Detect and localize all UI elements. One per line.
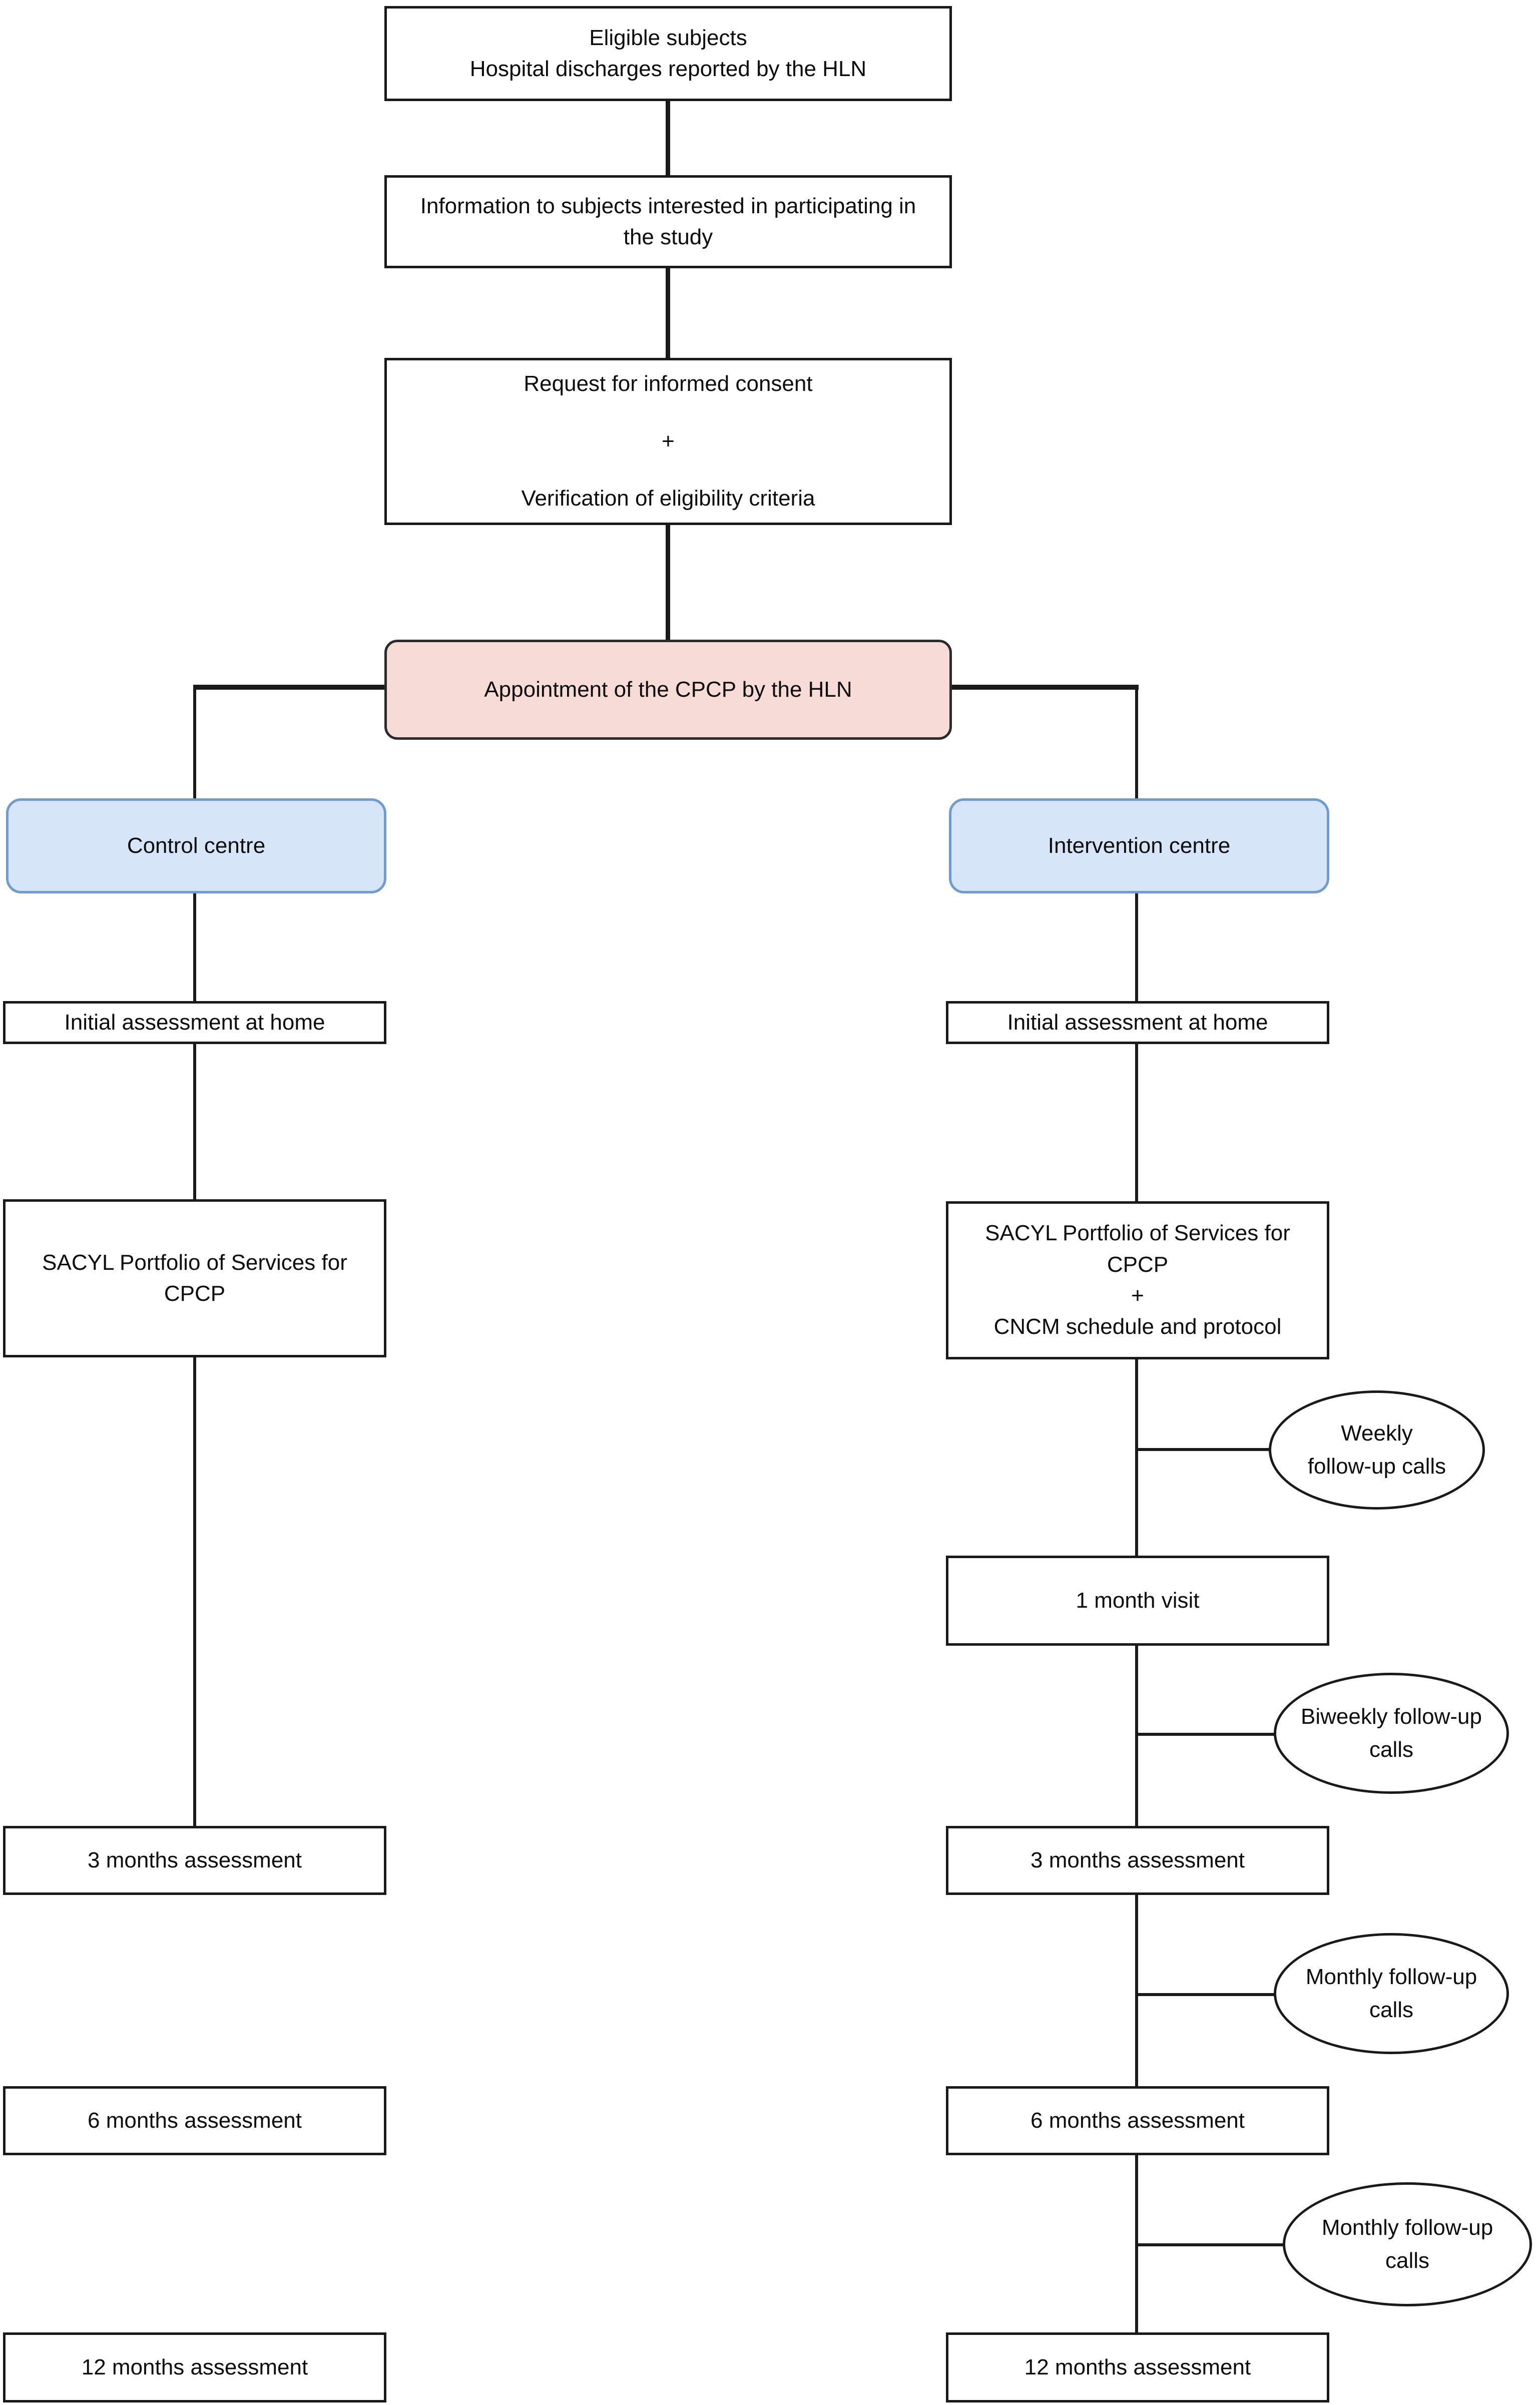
connector-spur-monthly-calls-b: [1137, 2243, 1286, 2246]
connector-spur-biweekly-calls: [1137, 1733, 1281, 1736]
biweekly-calls-line2: calls: [1369, 1737, 1414, 1762]
connector-appointment-to-intervention-vertical: [1135, 685, 1138, 800]
appointment-label: Appointment of the CPCP by the HLN: [484, 677, 852, 702]
consent-plus-symbol: +: [662, 428, 675, 453]
intervention-6m-label: 6 months assessment: [1031, 2108, 1245, 2133]
control-initial-assessment-label: Initial assessment at home: [64, 1010, 325, 1035]
node-intervention-initial-assessment[interactable]: Initial assessment at home: [946, 1001, 1329, 1044]
node-control-12-months-assessment[interactable]: 12 months assessment: [3, 2332, 386, 2402]
connector-appointment-to-control-horizontal: [193, 685, 386, 690]
connector-appointment-to-intervention-horizontal: [948, 685, 1139, 690]
connector-intervention-centre-to-initial: [1135, 892, 1138, 1003]
connector-appointment-to-control-vertical: [193, 685, 196, 800]
eligible-subjects-line2: Hospital discharges reported by the HLN: [469, 57, 867, 81]
intervention-portfolio-line3: CNCM schedule and protocol: [993, 1314, 1282, 1339]
weekly-calls-line1: Weekly: [1341, 1421, 1413, 1446]
node-eligible-subjects[interactable]: Eligible subjects Hospital discharges re…: [384, 6, 952, 101]
control-portfolio-line2: CPCP: [164, 1281, 226, 1306]
consent-line1: Request for informed consent: [524, 371, 813, 396]
connector-spur-weekly-calls: [1137, 1448, 1276, 1451]
node-informed-consent[interactable]: Request for informed consent + Verificat…: [384, 358, 952, 525]
node-control-centre[interactable]: Control centre: [6, 798, 386, 893]
node-control-sacyl-portfolio[interactable]: SACYL Portfolio of Services for CPCP: [3, 1199, 386, 1357]
connector-intervention-6m-to-12m: [1135, 2154, 1138, 2334]
node-appointment-of-cpcp[interactable]: Appointment of the CPCP by the HLN: [384, 640, 952, 740]
control-12m-label: 12 months assessment: [81, 2354, 308, 2379]
node-intervention-6-months-assessment[interactable]: 6 months assessment: [946, 2086, 1329, 2155]
intervention-1m-visit-label: 1 month visit: [1076, 1588, 1200, 1613]
connector-intervention-portfolio-to-1m: [1135, 1357, 1138, 1557]
node-monthly-follow-up-calls-first[interactable]: Monthly follow-up calls: [1274, 1933, 1509, 2054]
node-intervention-sacyl-portfolio[interactable]: SACYL Portfolio of Services for CPCP + C…: [946, 1201, 1329, 1359]
weekly-calls-line2: follow-up calls: [1307, 1454, 1446, 1479]
connector-information-to-consent: [666, 267, 670, 359]
connector-eligible-to-information: [666, 99, 670, 177]
connector-intervention-3m-to-6m: [1135, 1893, 1138, 2088]
monthly-calls-a-line2: calls: [1369, 1998, 1414, 2022]
connector-intervention-initial-to-portfolio: [1135, 1042, 1138, 1202]
node-information-to-subjects[interactable]: Information to subjects interested in pa…: [384, 175, 952, 268]
monthly-calls-b-line2: calls: [1385, 2248, 1430, 2273]
connector-consent-to-appointment: [666, 524, 670, 640]
node-intervention-centre[interactable]: Intervention centre: [949, 798, 1329, 893]
biweekly-calls-line1: Biweekly follow-up: [1301, 1704, 1482, 1729]
consent-line2: Verification of eligibility criteria: [521, 486, 815, 511]
node-intervention-12-months-assessment[interactable]: 12 months assessment: [946, 2332, 1329, 2402]
monthly-calls-b-line1: Monthly follow-up: [1321, 2215, 1493, 2240]
node-weekly-follow-up-calls[interactable]: Weekly follow-up calls: [1269, 1390, 1485, 1510]
connector-control-initial-to-12m: [193, 1042, 196, 1829]
node-control-initial-assessment[interactable]: Initial assessment at home: [3, 1001, 386, 1044]
control-6m-label: 6 months assessment: [88, 2108, 302, 2133]
connector-intervention-1m-to-3m: [1135, 1643, 1138, 1827]
connector-spur-monthly-calls-a: [1137, 1993, 1281, 1996]
information-line2: the study: [623, 225, 713, 249]
intervention-initial-assessment-label: Initial assessment at home: [1007, 1010, 1268, 1035]
eligible-subjects-line1: Eligible subjects: [589, 25, 747, 50]
intervention-portfolio-plus: +: [1131, 1283, 1144, 1308]
intervention-portfolio-line1: SACYL Portfolio of Services for: [985, 1221, 1290, 1246]
intervention-centre-label: Intervention centre: [1048, 833, 1231, 858]
intervention-portfolio-line2: CPCP: [1107, 1252, 1169, 1277]
node-monthly-follow-up-calls-second[interactable]: Monthly follow-up calls: [1283, 2182, 1532, 2306]
control-portfolio-line1: SACYL Portfolio of Services for: [42, 1250, 347, 1275]
intervention-12m-label: 12 months assessment: [1024, 2354, 1251, 2379]
node-control-6-months-assessment[interactable]: 6 months assessment: [3, 2086, 386, 2155]
control-3m-label: 3 months assessment: [88, 1847, 302, 1872]
node-control-3-months-assessment[interactable]: 3 months assessment: [3, 1826, 386, 1895]
node-biweekly-follow-up-calls[interactable]: Biweekly follow-up calls: [1274, 1673, 1509, 1794]
node-intervention-1-month-visit[interactable]: 1 month visit: [946, 1556, 1329, 1646]
information-line1: Information to subjects interested in pa…: [420, 193, 916, 218]
control-centre-label: Control centre: [127, 833, 266, 858]
node-intervention-3-months-assessment[interactable]: 3 months assessment: [946, 1826, 1329, 1895]
monthly-calls-a-line1: Monthly follow-up: [1305, 1965, 1477, 1989]
intervention-3m-label: 3 months assessment: [1031, 1847, 1245, 1872]
connector-control-centre-to-initial: [193, 892, 196, 1003]
